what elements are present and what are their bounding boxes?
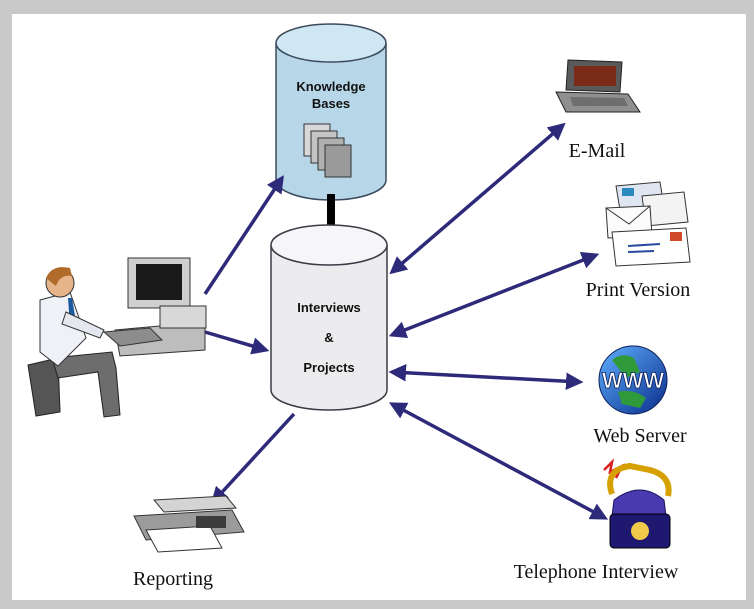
print-version-label: Print Version	[586, 279, 691, 301]
web-server-label: Web Server	[593, 425, 687, 447]
www-badge: WWW	[602, 368, 665, 393]
user-at-computer-icon	[27, 257, 207, 418]
email-label: E-Mail	[569, 140, 626, 162]
arrow-user-to-knowledge	[203, 175, 284, 295]
telephone-icon	[603, 458, 672, 549]
envelopes-icon	[605, 181, 691, 267]
reporting-label: Reporting	[133, 568, 213, 590]
laptop-icon	[555, 59, 641, 113]
arrow-interviews-reporting	[210, 412, 296, 505]
arrow-interviews-web	[388, 364, 584, 390]
connection-arrows	[203, 122, 609, 520]
knowledge-bases-label-1: Knowledge	[296, 79, 365, 94]
interviews-projects-database: Interviews & Projects	[270, 224, 388, 411]
telephone-interview-label: Telephone Interview	[514, 561, 679, 583]
interviews-label-3: Projects	[303, 360, 354, 375]
arrow-interviews-email	[389, 122, 566, 275]
interviews-label-1: Interviews	[297, 300, 361, 315]
arrow-user-to-interviews	[204, 330, 270, 355]
documents-icon	[303, 123, 352, 178]
printer-icon	[133, 495, 245, 553]
arrow-interviews-telephone	[388, 402, 609, 520]
arrow-interviews-print	[388, 251, 600, 339]
knowledge-bases-label-2: Bases	[312, 96, 350, 111]
knowledge-bases-database: Knowledge Bases	[275, 23, 387, 201]
interviews-label-2: &	[324, 330, 333, 345]
globe-www-icon: WWW	[598, 345, 668, 415]
